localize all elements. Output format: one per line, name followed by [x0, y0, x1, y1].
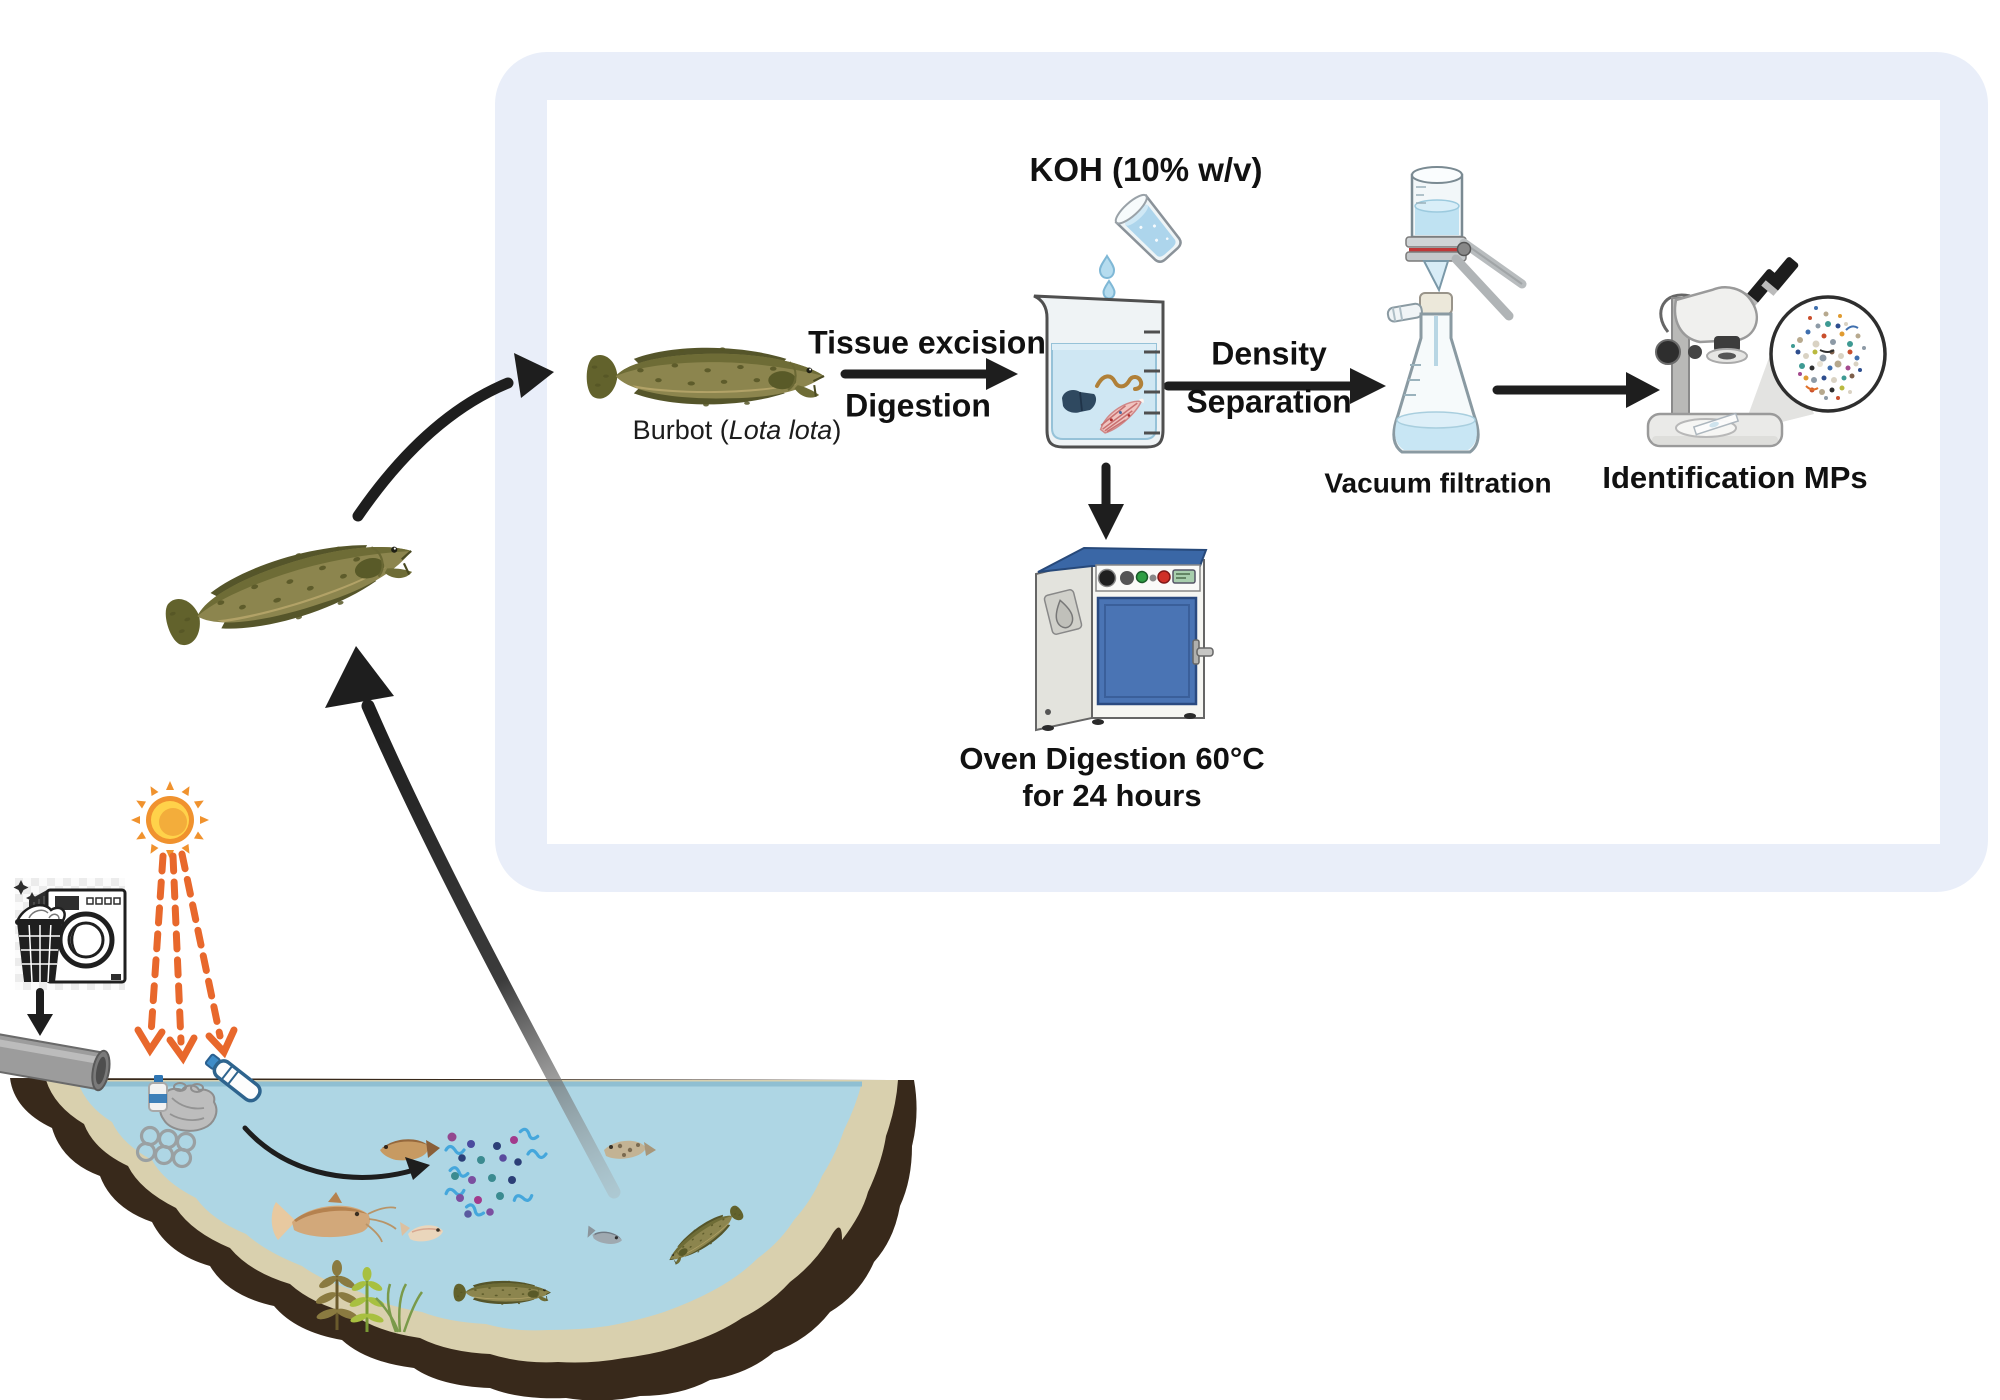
microplastics-zoom-icon — [1769, 295, 1887, 413]
koh-droplets-icon — [1098, 254, 1116, 300]
intestine-icon — [1095, 374, 1144, 391]
workflow-panel — [495, 52, 1988, 892]
koh-cup-icon — [1114, 193, 1182, 263]
plastic-bottle-icon — [148, 1075, 168, 1112]
liver-icon — [1062, 390, 1097, 413]
microplastics-cloud-icon — [444, 1127, 548, 1218]
tissue-excision-label: Tissue excision — [808, 324, 1046, 361]
vacuum-filtration-icon — [1386, 166, 1527, 454]
flow-arrows — [27, 353, 1660, 1199]
fragmentation-arrow — [242, 1125, 417, 1180]
sparkle-icon — [13, 880, 29, 895]
oven-icon — [1035, 546, 1214, 732]
sampling-arrow — [352, 377, 514, 522]
sun-icon — [131, 781, 209, 859]
washing-machine-icon — [13, 878, 127, 990]
density-label: Density — [1211, 335, 1327, 372]
vacuum-filtration-label: Vacuum filtration — [1324, 467, 1552, 499]
sunlight-uv-arrows — [134, 850, 238, 1065]
uptake-arrow — [361, 699, 621, 1199]
plastic-bag-icon — [159, 1082, 218, 1132]
lake-cross-section — [10, 1078, 917, 1400]
wastewater-pipe-icon — [0, 1026, 111, 1092]
small-pale-fish-icon — [400, 1222, 443, 1242]
laundry-basket-icon — [15, 903, 66, 983]
burbot-label-suffix: ) — [832, 415, 842, 446]
aquatic-plants-icon — [315, 1260, 424, 1333]
burbot-label-species: Lota lota — [728, 415, 833, 446]
sparkle-icon — [26, 892, 38, 904]
workflow-panel-inner — [547, 100, 1940, 844]
trout-icon — [380, 1139, 440, 1161]
blue-bottle-icon — [204, 1053, 262, 1103]
burbot-label-prefix: Burbot ( — [632, 415, 729, 446]
separation-label: Separation — [1186, 383, 1352, 420]
oven-label-line2: for 24 hours — [1022, 777, 1202, 813]
gill-icon — [1099, 398, 1144, 434]
koh-label: KOH (10% w/v) — [1029, 150, 1263, 188]
oven-label-line1: Oven Digestion 60°C — [959, 740, 1265, 776]
identification-mps-label: Identification MPs — [1602, 459, 1868, 495]
digestion-label: Digestion — [845, 387, 991, 424]
burbot-species-label: Burbot (Lota lota) — [632, 415, 842, 446]
sculpin-icon — [604, 1140, 656, 1159]
catfish-icon — [271, 1192, 397, 1243]
juvenile-fish-icon — [587, 1225, 622, 1244]
six-pack-rings-icon — [135, 1125, 197, 1169]
hero-burbot-icon — [157, 520, 422, 658]
digestion-beaker-icon — [1033, 294, 1165, 449]
